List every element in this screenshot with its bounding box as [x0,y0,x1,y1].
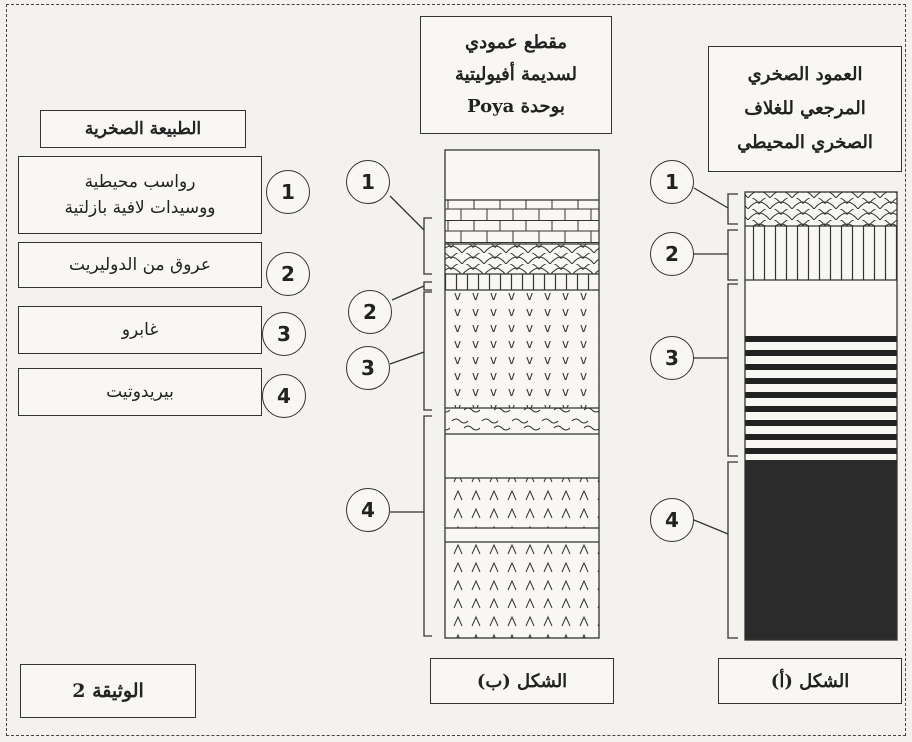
column-a-marker-2: 2 [650,232,694,276]
column-b-marker-4: 4 [346,488,390,532]
column-a-caption: الشكل (أ) [718,658,902,704]
column-a-caption-text: الشكل (أ) [770,670,850,692]
legend-item-4-number: 4 [262,374,306,418]
column-b-title-line2: لسديمة أفيوليتية [454,64,578,85]
legend-item-1-number: 1 [266,170,310,214]
legend-item-4-line1: بيريدوتيت [106,382,174,402]
column-b-dolerite-layer [445,274,599,290]
legend-item-1-line2: ووسيدات لافية بازلتية [64,198,216,218]
document-frame [6,4,906,736]
column-b-title-line3: بوحدة Poya [467,96,565,117]
column-b-peridotite-blank-1 [445,434,599,478]
column-a-title: العمود الصخري المرجعي للغلاف الصخري المح… [708,46,902,172]
column-b-top-empty [445,150,599,200]
legend-item-4-box: بيريدوتيت [18,368,262,416]
column-b-peridotite-layer-2 [445,542,599,638]
column-a-marker-3: 3 [650,336,694,380]
column-a-title-line1: العمود الصخري [747,64,863,85]
column-b-marker-2: 2 [348,290,392,334]
column-a-title-line3: الصخري المحيطي [737,132,873,153]
legend-item-3-number: 3 [262,312,306,356]
column-a-title-line2: المرجعي للغلاف [744,98,866,119]
column-b-caption: الشكل (ب) [430,658,614,704]
column-b-title: مقطع عمودي لسديمة أفيوليتية بوحدة Poya [420,16,612,134]
legend-item-3-box: غابرو [18,306,262,354]
column-b-marker-3: 3 [346,346,390,390]
column-a-pillow-lava-layer [745,192,897,226]
legend-item-2-number: 2 [266,252,310,296]
column-b-pillow-lava-layer [445,244,599,274]
legend-item-2-line1: عروق من الدوليريت [69,255,211,275]
legend-item-1-box: رواسب محيطية ووسيدات لافية بازلتية [18,156,262,234]
legend-item-1-line1: رواسب محيطية [84,172,196,192]
column-b-section [389,149,600,639]
column-a-gabbro-layer [745,330,897,460]
column-b-peridotite-blank-2 [445,528,599,542]
column-a-marker-4: 4 [650,498,694,542]
document-label-text: الوثيقة 2 [72,680,144,702]
legend-title: الطبيعة الصخرية [40,110,246,148]
legend-title-text: الطبيعة الصخرية [84,119,202,139]
column-b-marker-1: 1 [346,160,390,204]
column-b-gabbro-layer [445,290,599,408]
column-a-peridotite-layer [745,460,897,640]
column-b-caption-text: الشكل (ب) [476,670,568,692]
column-a-section [693,187,898,641]
document-label: الوثيقة 2 [20,664,196,718]
column-b-peridotite-layer-1 [445,478,599,528]
column-a-dolerite-layer [745,226,897,280]
column-b-wavy-layer [445,408,599,434]
column-b-sediment-layer [445,200,599,244]
column-a-marker-1: 1 [650,160,694,204]
column-b-brackets [389,195,432,637]
legend-item-3-line1: غابرو [121,320,159,340]
legend-item-2-box: عروق من الدوليريت [18,242,262,288]
column-a-brackets [693,187,738,639]
column-a-gabbro-blank [745,280,897,330]
column-b-title-line1: مقطع عمودي [465,32,567,53]
